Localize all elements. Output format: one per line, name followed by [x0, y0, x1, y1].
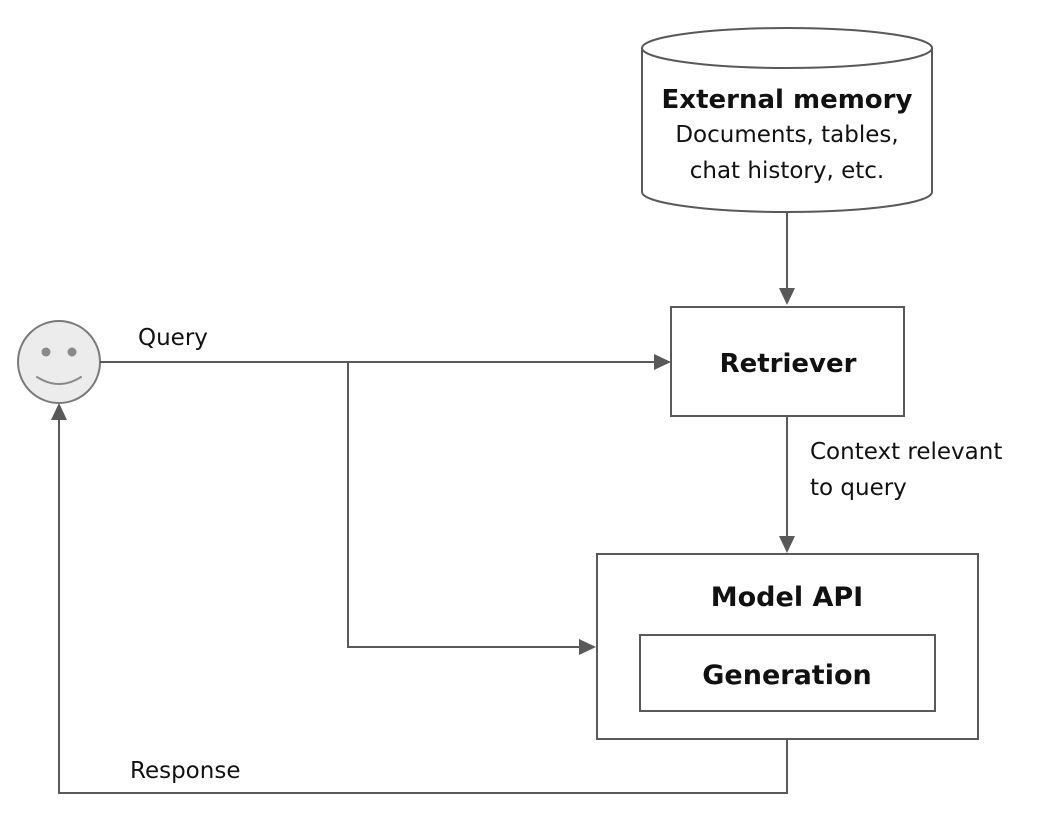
- retriever-box: [670, 306, 905, 417]
- generation-box: [639, 634, 936, 712]
- cylinder-top: [641, 27, 933, 69]
- model-api-title: Model API: [711, 582, 863, 613]
- smiley-face-icon: [17, 320, 101, 404]
- response-arrow: Response: [51, 403, 788, 794]
- face-circle: [17, 320, 101, 404]
- left-eye: [41, 347, 51, 357]
- response-line: [58, 418, 788, 794]
- response-label: Response: [130, 758, 240, 784]
- query-to-retriever-arrowhead: [654, 354, 671, 370]
- model-api-node: Model API Generation: [596, 553, 979, 740]
- retriever-to-model-arrow: Context relevant to query: [779, 416, 1002, 553]
- memory-to-retriever-arrow: [779, 212, 795, 305]
- mouth: [36, 376, 82, 385]
- memory-to-retriever-arrowhead: [779, 288, 795, 305]
- generation-title: Generation: [702, 660, 871, 691]
- context-label-line1: Context relevant: [810, 439, 1002, 465]
- external-memory-node: External memory Documents, tables, chat …: [641, 27, 933, 213]
- external-memory-desc-line1: Documents, tables,: [675, 122, 898, 148]
- external-memory-title: External memory: [662, 85, 913, 115]
- right-eye: [67, 347, 77, 357]
- retriever-title: Retriever: [720, 349, 857, 379]
- external-memory-desc-line2: chat history, etc.: [690, 158, 885, 184]
- query-arrow: Query: [100, 325, 671, 655]
- retriever-to-model-arrowhead: [779, 536, 795, 553]
- query-branch-line: [347, 362, 580, 648]
- query-label: Query: [138, 325, 208, 351]
- retriever-node: Retriever: [670, 306, 905, 417]
- query-to-model-arrowhead: [579, 639, 596, 655]
- context-label-line2: to query: [810, 475, 907, 501]
- response-arrowhead: [51, 403, 67, 420]
